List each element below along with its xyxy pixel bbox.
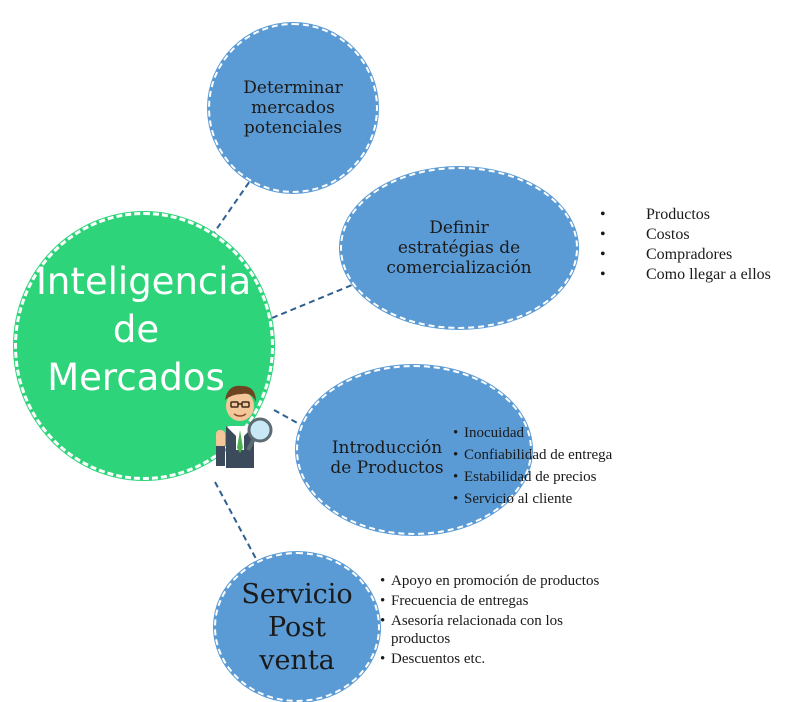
list-item: Estabilidad de precios [453, 466, 693, 488]
node-determinar-label: Determinar mercados potenciales [243, 78, 342, 138]
list-item: Asesoría relacionada con los productos [380, 612, 605, 648]
node-introduccion-label: Introducción de Productos [322, 438, 452, 478]
node-introduccion-line1: Introducción [331, 438, 443, 458]
node-servicio-line3: venta [259, 644, 335, 676]
node-determinar: Determinar mercados potenciales [208, 23, 378, 193]
node-definir-line3: comercialización [386, 258, 532, 278]
list-item: Frecuencia de entregas [380, 592, 605, 610]
node-introduccion-line2: de Productos [330, 458, 444, 478]
node-determinar-line2: mercados [251, 98, 335, 118]
list-introduccion: Inocuidad Confiabilidad de entrega Estab… [453, 422, 693, 510]
businessman-with-magnifier-icon [216, 385, 273, 468]
node-servicio-line1: Servicio [241, 578, 353, 610]
list-item: Productos [600, 205, 786, 225]
list-item: Costos [600, 225, 786, 245]
connector-servicio [214, 481, 263, 571]
connector-definir [271, 284, 353, 319]
list-item: Confiabilidad de entrega [453, 444, 693, 466]
node-definir-label: Definir estratégias de comercialización [386, 218, 531, 278]
center-title-line1: Inteligencia [36, 260, 252, 303]
node-definir-line1: Definir [429, 218, 489, 238]
node-servicio: Servicio Post venta [214, 552, 380, 702]
list-item: Como llegar a ellos [600, 265, 786, 285]
node-servicio-label: Servicio Post venta [241, 578, 352, 677]
center-node [14, 212, 274, 480]
node-definir-line2: estratégias de [397, 238, 521, 258]
node-definir: Definir estratégias de comercialización [340, 167, 578, 329]
list-item: Servicio al cliente [453, 488, 693, 510]
center-title: Inteligencia de Mercados [36, 258, 252, 402]
node-determinar-line3: potenciales [243, 118, 343, 138]
node-servicio-line2: Post [267, 611, 327, 643]
list-item: Apoyo en promoción de productos [380, 572, 605, 590]
list-servicio: Apoyo en promoción de productos Frecuenc… [380, 572, 605, 668]
list-item: Compradores [600, 245, 786, 265]
list-definir: Productos Costos Compradores Como llegar… [600, 205, 786, 285]
list-item: Inocuidad [453, 422, 693, 444]
center-title-line2: de Mercados [47, 308, 225, 399]
list-item: Descuentos etc. [380, 650, 605, 668]
node-determinar-line1: Determinar [243, 78, 343, 98]
